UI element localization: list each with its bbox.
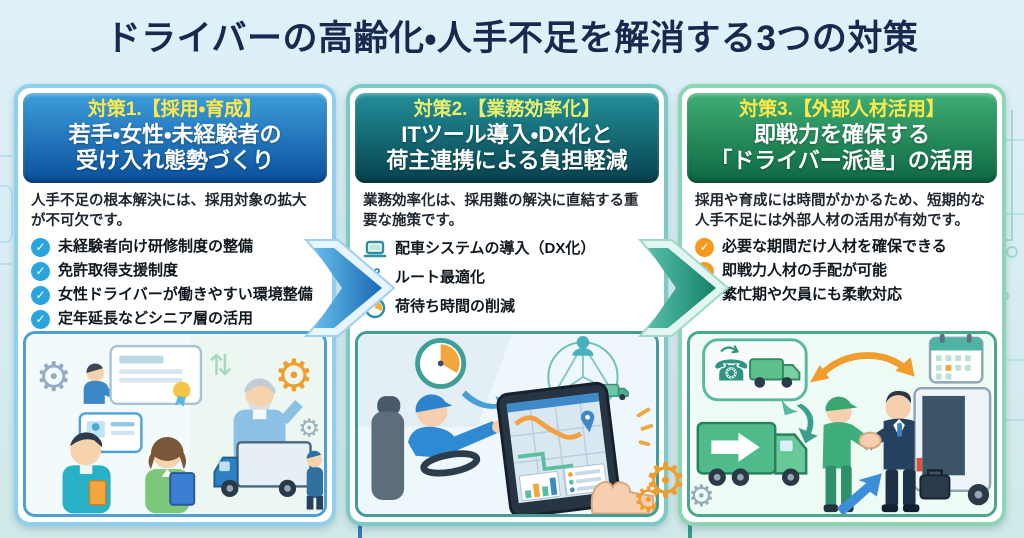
hand [590,480,655,514]
bullet-text: 即戦力人材の手配が可能 [722,261,888,279]
gear-decor: ⚙ ⚙ [644,458,724,528]
card2-header: 対策2.【業務効率化】 ITツール導入・DX化と 荷主連携による負担軽減 [355,93,659,183]
card2-illustration-frame: ⚙ [355,331,659,517]
steering-wheel [420,450,481,477]
card3-intro: 採用や育成には時間がかかるため、短期的な人手不足には外部人材の活用が有効です。 [695,192,985,229]
flow-arrow-2-icon [638,239,730,337]
driver-dispatch-handshake-illustration: ☎ [692,334,992,514]
businessman-figure [864,390,951,513]
laptop-icon [363,240,387,257]
connector-line [688,524,692,538]
card2-body: 業務効率化は、採用難の解決に直結する重要な施策です。 配車システムの導入（DX化… [355,183,659,329]
list-item: 配車システムの導入（DX化） [363,238,651,262]
list-item: 荷待ち時間の削減 [363,296,651,320]
calendar-icon [928,334,984,384]
phone-icon: ☎ [713,355,749,387]
card1-body: 人手不足の根本解決には、採用対象の拡大が不可欠です。 未経験者向け研修制度の整備… [23,183,327,329]
card3-header: 対策3.【外部人材活用】 即戦力を確保する 「ドライバー派遣」の活用 [687,93,997,183]
clock-icon [415,337,467,389]
driver-figure [407,394,505,458]
check-circle-icon [31,237,50,257]
card2-title-line1: ITツール導入・DX化と [401,121,613,147]
card1-title-line1: 若手・女性・未経験者の [68,121,282,147]
card2-bullet-list: 配車システムの導入（DX化） ルート最適化 荷待ち時間の削減 [363,238,651,320]
driver-tablet-dx-illustration: ⚙ [358,334,656,514]
card2-badge: 対策2.【業務効率化】 [413,99,601,120]
list-item: 定年延長などシニア層の活用 [31,309,319,329]
page-title: ドライバーの高齢化・人手不足を解消する3つの対策 [105,19,919,58]
check-circle-icon [31,309,50,329]
young-driver-figure [62,432,111,514]
card1-illustration-frame: ⚙ ⇅ [23,331,327,517]
bullet-text: 荷待ち時間の削減 [395,298,516,316]
card1-intro: 人手不足の根本解決には、採用対象の拡大が不可欠です。 [31,192,307,229]
card3-illustration-frame: ☎ [687,331,997,517]
female-staff-figure [145,436,196,514]
updown-arrows-icon: ⇅ [209,350,233,382]
double-arrow-icon [810,352,915,383]
check-circle-icon [31,261,50,281]
briefcase-icon [919,469,951,500]
dash-accent [636,407,654,447]
trainer-figure [83,363,117,404]
gear-icon: ⚙ [644,455,688,508]
driver-seat [371,396,405,500]
bullet-text: 定年延長などシニア層の活用 [58,309,254,327]
list-item: 免許取得支援制度 [31,261,319,281]
list-item: 女性ドライバーが働きやすい環境整備 [31,285,319,305]
connector-line [358,524,362,538]
bullet-text: ルート最適化 [395,269,486,287]
list-item: ルート最適化 [363,267,651,291]
bullet-text: 必要な期間だけ人材を確保できる [722,237,947,255]
gear-icon: ⚙ [274,351,314,400]
person-node-icon [572,336,594,356]
bullet-text: 繁忙期や欠員にも柔軟対応 [722,285,903,303]
card3-title-line2: 「ドライバー派遣」の活用 [710,148,974,174]
gear-icon: ⚙ [36,353,72,399]
mini-truck-icon [749,358,801,388]
list-item: 必要な期間だけ人材を確保できる [695,237,989,257]
recruitment-training-illustration: ⚙ ⇅ [26,334,324,514]
list-item: 繁忙期や欠員にも柔軟対応 [695,285,989,305]
card-dispatch: 対策3.【外部人材活用】 即戦力を確保する 「ドライバー派遣」の活用 採用や育成… [678,84,1006,526]
check-circle-icon [695,237,714,257]
swap-arrows-icon [720,345,740,354]
flow-arrow-1-icon [304,239,396,337]
green-truck-icon [696,421,808,486]
card1-bullet-list: 未経験者向け研修制度の整備 免許取得支援制度 女性ドライバーが働きやすい環境整備… [31,237,319,329]
gear-icon: ⚙ [633,481,656,514]
card-efficiency: 対策2.【業務効率化】 ITツール導入・DX化と 荷主連携による負担軽減 業務効… [346,84,668,526]
dispatch-driver-figure [822,396,874,513]
card1-header: 対策1.【採用・育成】 若手・女性・未経験者の 受け入れ態勢づくり [23,93,327,183]
card1-title-line2: 受け入れ態勢づくり [75,148,274,174]
bullet-text: 免許取得支援制度 [58,261,179,279]
certificate-icon [109,344,203,407]
card2-intro: 業務効率化は、採用難の解決に直結する重要な施策です。 [363,192,639,229]
truck-icon [213,441,312,498]
dispatch-bubble: ☎ [702,338,808,416]
list-item: 未経験者向け研修制度の整備 [31,237,319,257]
card3-bullet-list: 必要な期間だけ人材を確保できる 即戦力人材の手配が可能 繁忙期や欠員にも柔軟対応 [695,237,989,305]
map-pin-icon [580,410,595,433]
card2-title-line2: 荷主連携による負担軽減 [386,148,628,174]
gear-icon: ⚙ [688,480,715,513]
check-circle-icon [31,285,50,305]
teal-arrow-icon [796,403,818,444]
card1-badge: 対策1.【採用・育成】 [87,99,263,120]
card3-badge: 対策3.【外部人材活用】 [739,99,945,120]
gear-icon: ⚙ [298,414,320,442]
bullet-text: 女性ドライバーが働きやすい環境整備 [58,285,313,303]
blue-arrow-icon [837,473,882,514]
driver-by-truck-figure [306,450,324,510]
bullet-text: 未経験者向け研修制度の整備 [58,237,254,255]
list-item: 即戦力人材の手配が可能 [695,261,989,281]
white-truck-icon [913,386,992,506]
card3-title-line1: 即戦力を確保する [753,121,930,147]
card3-body: 採用や育成には時間がかかるため、短期的な人手不足には外部人材の活用が有効です。 … [687,183,997,329]
card-recruitment: 対策1.【採用・育成】 若手・女性・未経験者の 受け入れ態勢づくり 人手不足の根… [14,84,336,526]
tablet-icon [496,381,621,514]
handshake-icon [858,431,882,450]
bullet-text: 配車システムの導入（DX化） [395,240,596,258]
